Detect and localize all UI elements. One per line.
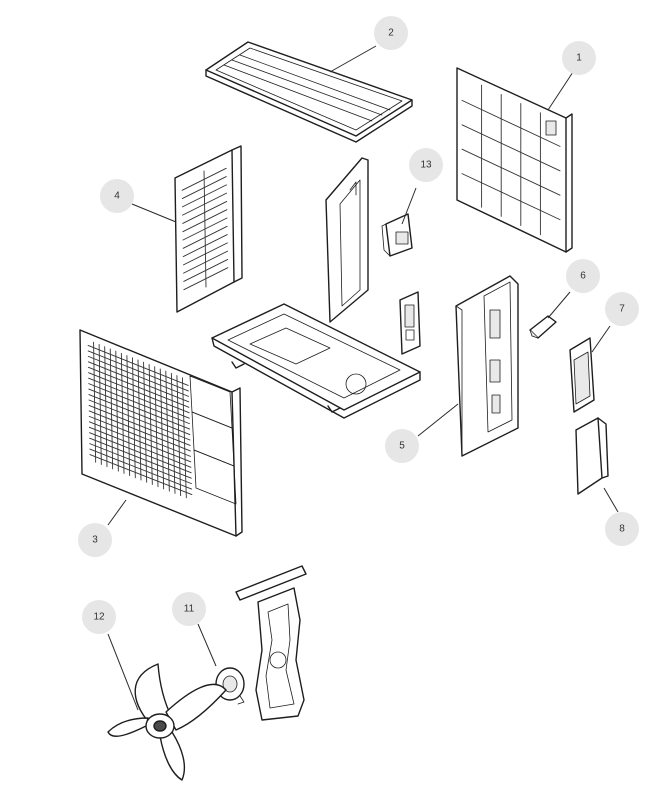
callout-6: 6	[566, 259, 600, 293]
part-control-box	[399, 291, 421, 355]
part-valve-cover	[569, 337, 595, 413]
part-front-panel	[79, 329, 243, 537]
part-side-panel	[174, 145, 243, 313]
callout-label: 4	[114, 191, 120, 202]
callout-label: 8	[619, 524, 625, 535]
part-bracket-13	[381, 213, 413, 257]
callout-label: 6	[580, 271, 586, 282]
callout-7: 7	[605, 292, 639, 326]
callout-label: 11	[184, 604, 195, 615]
callout-2: 2	[374, 16, 408, 50]
part-right-panel	[455, 275, 519, 457]
callout-label: 12	[93, 612, 105, 623]
callout-3: 3	[78, 523, 112, 557]
callout-label: 3	[92, 535, 98, 546]
part-rear-panel	[456, 67, 573, 253]
callout-11: 11	[172, 592, 206, 626]
callout-label: 13	[420, 160, 432, 171]
part-motor-bracket	[235, 565, 307, 721]
part-fan-blade	[107, 663, 227, 781]
part-top-cover	[205, 41, 413, 143]
callout-5: 5	[385, 429, 419, 463]
callout-13: 13	[409, 148, 443, 182]
callout-8: 8	[605, 512, 639, 546]
callout-4: 4	[100, 179, 134, 213]
part-base-pan	[211, 303, 421, 419]
callout-label: 7	[619, 304, 625, 315]
part-handle-6	[529, 315, 557, 339]
leader-lines	[107, 45, 619, 711]
callout-label: 1	[576, 53, 582, 64]
part-corner-cover	[575, 417, 609, 495]
callout-label: 2	[388, 28, 394, 39]
part-divider-panel	[325, 157, 369, 323]
callout-label: 5	[399, 441, 405, 452]
callout-1: 1	[562, 41, 596, 75]
callout-12: 12	[82, 600, 116, 634]
